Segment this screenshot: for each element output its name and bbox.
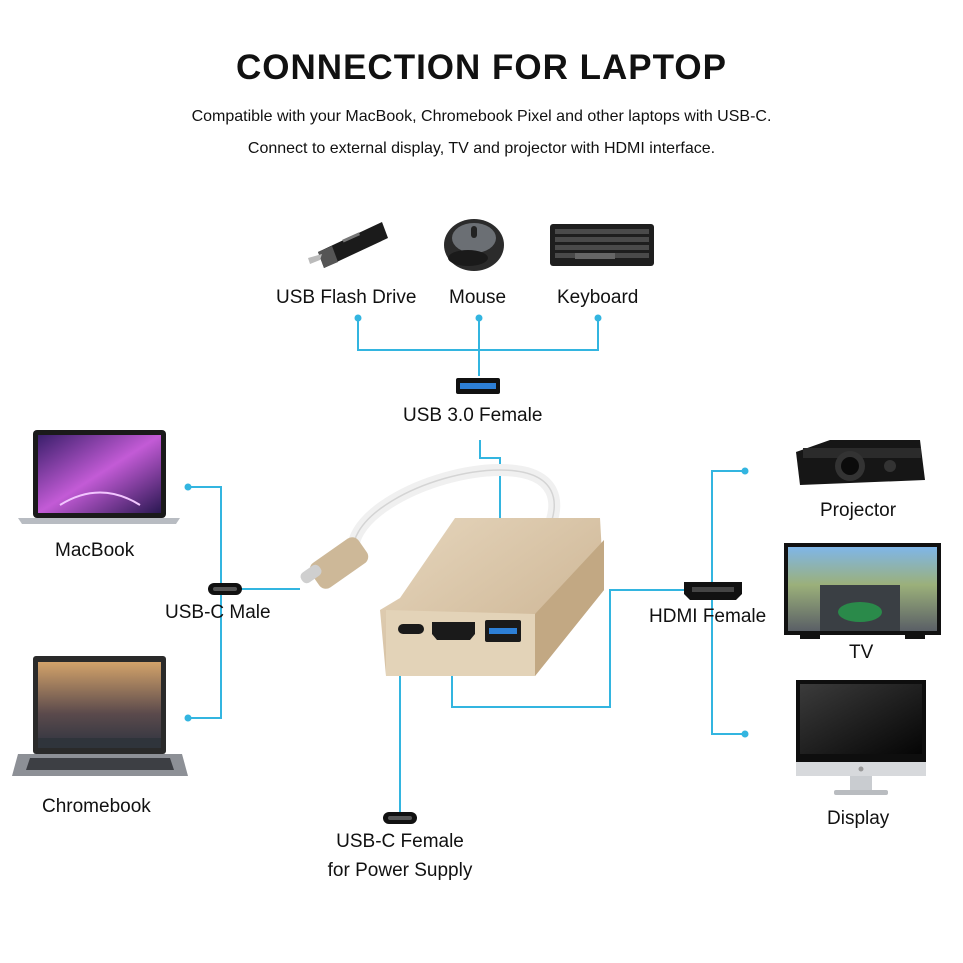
page-title: CONNECTION FOR LAPTOP bbox=[236, 48, 727, 87]
macbook-icon bbox=[18, 430, 180, 524]
label-chromebook: Chromebook bbox=[42, 796, 151, 817]
keyboard-icon bbox=[550, 224, 654, 266]
label-usb3-female: USB 3.0 Female bbox=[403, 405, 543, 426]
label-display: Display bbox=[827, 808, 890, 829]
usb-c-hub-adapter bbox=[300, 463, 604, 676]
usbc-female-port-icon bbox=[383, 812, 417, 824]
usb-flash-drive-icon bbox=[308, 222, 388, 268]
chromebook-icon bbox=[12, 656, 188, 776]
usbc-male-port-icon bbox=[208, 583, 242, 595]
label-macbook: MacBook bbox=[55, 540, 135, 561]
tv-icon bbox=[784, 543, 941, 639]
label-usb-flash-drive: USB Flash Drive bbox=[276, 287, 417, 308]
hdmi-port-icon bbox=[684, 582, 742, 600]
hub-hdmi-port-icon bbox=[432, 622, 475, 640]
label-keyboard: Keyboard bbox=[557, 287, 639, 308]
label-usbc-female: USB-C Female bbox=[336, 831, 464, 852]
label-usbc-male: USB-C Male bbox=[165, 602, 271, 623]
label-projector: Projector bbox=[820, 500, 897, 521]
connector-dots bbox=[184, 314, 749, 738]
display-icon bbox=[796, 680, 926, 795]
label-mouse: Mouse bbox=[449, 287, 507, 308]
hub-usbc-port-icon bbox=[398, 624, 424, 634]
usb3-port-icon bbox=[456, 378, 500, 394]
projector-icon bbox=[796, 440, 925, 485]
label-power-supply: for Power Supply bbox=[327, 860, 473, 881]
subtitle-line-1: Compatible with your MacBook, Chromebook… bbox=[191, 108, 772, 125]
subtitle-line-2: Connect to external display, TV and proj… bbox=[247, 140, 716, 157]
label-hdmi-female: HDMI Female bbox=[649, 606, 767, 627]
label-tv: TV bbox=[849, 642, 874, 663]
mouse-icon bbox=[444, 219, 504, 271]
